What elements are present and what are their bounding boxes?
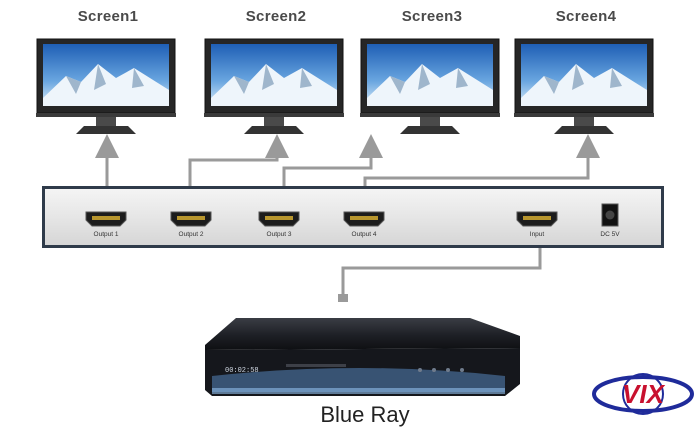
hdmi-port-output-2: [170, 211, 212, 227]
port-label-output-2: Output 2: [178, 231, 204, 238]
hdmi-port-output-3: [258, 211, 300, 227]
player-display-text: 00:02:58: [225, 367, 259, 375]
output3-arrow: [282, 134, 383, 186]
hdmi-port-output-1: [85, 211, 127, 227]
input-arrow: [341, 248, 542, 297]
blu-ray-player: [205, 318, 520, 396]
screen1-tv: [36, 38, 176, 134]
screen3-label: Screen3: [401, 8, 463, 25]
screen1-label: Screen1: [77, 8, 139, 25]
port-label-output-1: Output 1: [93, 231, 119, 238]
blue-ray-caption: Blue Ray: [320, 402, 410, 427]
output4-arrow: [363, 134, 600, 186]
port-label-input: Input: [529, 231, 545, 238]
port-label-output-4: Output 4: [351, 231, 377, 238]
vix-logo-text: VIX: [622, 379, 666, 409]
screen2-label: Screen2: [245, 8, 307, 25]
screen2-tv: [204, 38, 344, 134]
hdmi-port-input: [516, 211, 558, 227]
screen4-tv: [514, 38, 654, 134]
screen3-tv: [360, 38, 500, 134]
input-arrow-tip: [338, 294, 348, 302]
output2-arrow: [188, 134, 289, 186]
port-label-output-3: Output 3: [266, 231, 292, 238]
port-label-dc-5v: DC 5V: [600, 231, 620, 238]
dc-power-jack: [601, 203, 619, 227]
screen4-label: Screen4: [555, 8, 617, 25]
hdmi-port-output-4: [343, 211, 385, 227]
vix-logo: [592, 373, 694, 415]
